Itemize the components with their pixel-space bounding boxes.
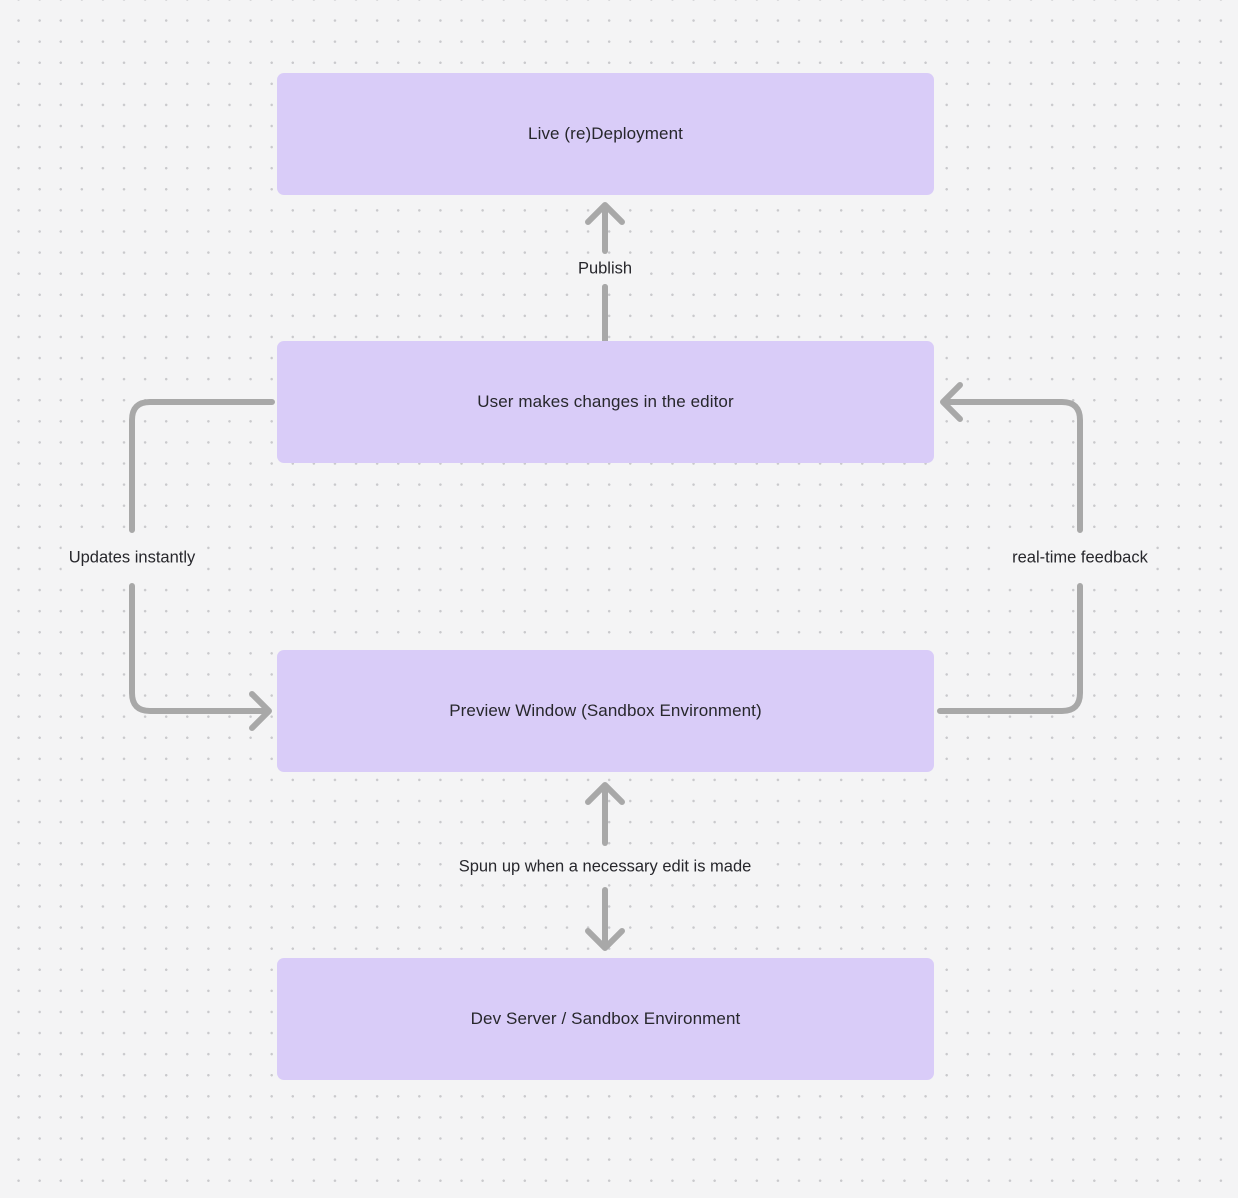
edge-label-real-time-feedback: real-time feedback — [1005, 545, 1155, 571]
edge-label-updates-instantly: Updates instantly — [61, 545, 203, 571]
edge-feedback-arrowhead — [940, 382, 963, 422]
edge-spun-up-arrowhead-up — [585, 782, 625, 805]
node-user-makes-changes[interactable]: User makes changes in the editor — [277, 341, 934, 463]
node-user-makes-changes-label: User makes changes in the editor — [477, 391, 734, 411]
edge-updates-segment-upper — [129, 399, 275, 533]
edge-updates-arrowhead — [249, 691, 272, 731]
node-dev-server[interactable]: Dev Server / Sandbox Environment — [277, 958, 934, 1080]
edge-feedback-segment-lower — [937, 583, 1083, 714]
edge-label-publish: Publish — [570, 256, 640, 282]
edge-spun-up-arrowhead-down — [585, 928, 625, 951]
edge-updates-segment-lower — [129, 583, 265, 714]
node-live-redeployment-label: Live (re)Deployment — [528, 123, 683, 143]
edge-label-spun-up: Spun up when a necessary edit is made — [451, 854, 759, 880]
node-live-redeployment[interactable]: Live (re)Deployment — [277, 73, 934, 195]
node-dev-server-label: Dev Server / Sandbox Environment — [470, 1008, 741, 1028]
node-preview-window[interactable]: Preview Window (Sandbox Environment) — [277, 650, 934, 772]
edge-feedback-segment-upper — [947, 399, 1083, 533]
node-preview-window-label: Preview Window (Sandbox Environment) — [449, 700, 762, 720]
edge-publish-arrowhead — [585, 202, 625, 225]
